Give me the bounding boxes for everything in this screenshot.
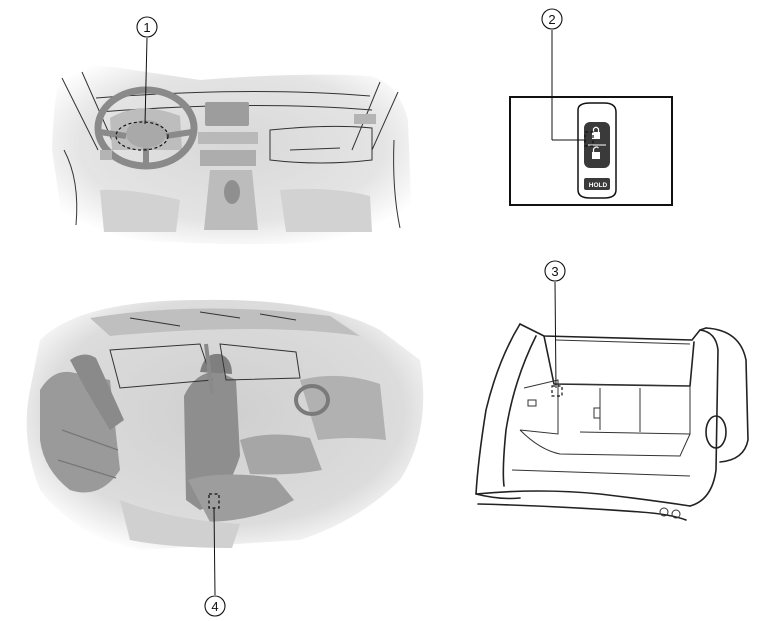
callout-1: 1 [136,16,158,125]
interior-view [26,299,424,550]
hold-button-label: HOLD [589,182,608,189]
callout-3-label: 3 [551,264,558,279]
callout-2: 2 [541,8,586,141]
cargo-area-view [475,323,749,521]
callout-2-label: 2 [548,12,555,27]
key-fob-panel: HOLD [509,96,673,206]
callout-4: 4 [204,507,226,617]
callout-3: 3 [544,260,566,389]
dashboard-view [52,65,412,245]
unlock-icon [592,146,600,159]
callout-4-label: 4 [211,599,218,614]
dashed-antenna-marker-3 [551,385,563,397]
dashed-antenna-marker-1 [115,121,169,151]
callout-1-label: 1 [143,20,150,35]
lock-icon [592,126,600,139]
